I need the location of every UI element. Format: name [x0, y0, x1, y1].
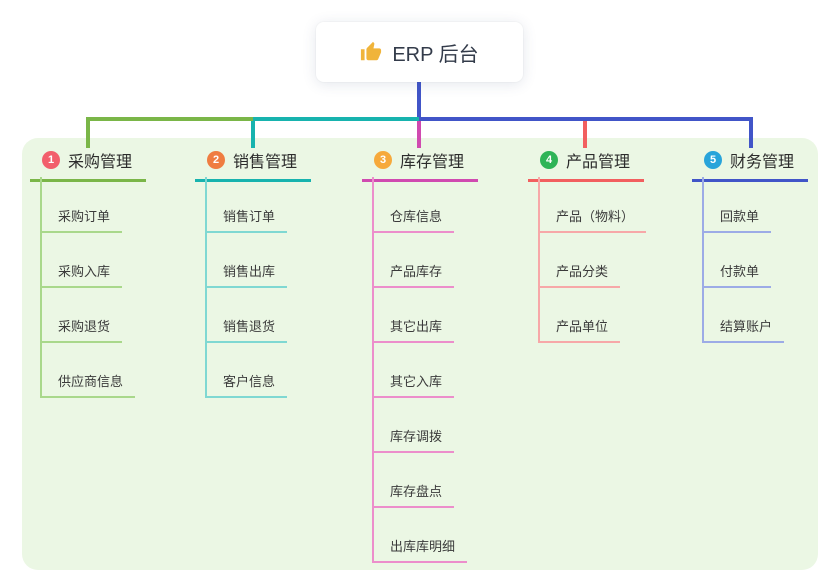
branch-number-badge: 5	[704, 151, 722, 169]
node-purchase-inbound[interactable]: 采购入库	[40, 253, 123, 288]
branch-number-badge: 2	[207, 151, 225, 169]
node-stock-transfer[interactable]: 库存调拨	[372, 418, 455, 453]
node-supplier-info[interactable]: 供应商信息	[40, 363, 136, 398]
root-stem-line	[417, 82, 421, 121]
node-settlement-account[interactable]: 结算账户	[702, 308, 785, 343]
branch-drop-line	[86, 117, 90, 148]
node-sales-order[interactable]: 销售订单	[205, 198, 288, 233]
branch-header-sales[interactable]: 2 销售管理	[195, 148, 312, 182]
branch-label: 库存管理	[400, 154, 465, 171]
branch-number-badge: 4	[540, 151, 558, 169]
branch-number-badge: 1	[42, 151, 60, 169]
node-product-unit[interactable]: 产品单位	[538, 308, 621, 343]
branch-header-finance[interactable]: 5 财务管理	[692, 148, 809, 182]
node-receipt-bill[interactable]: 回款单	[702, 198, 772, 233]
node-stock-check[interactable]: 库存盘点	[372, 473, 455, 508]
branch-inventory: 3 库存管理 仓库信息 产品库存 其它出库 其它入库 库存调拨 库存盘点 出库库…	[362, 148, 479, 563]
connector-segment	[253, 117, 419, 121]
branch-label: 产品管理	[566, 154, 631, 171]
branch-drop-line	[251, 117, 255, 148]
branch-header-inventory[interactable]: 3 库存管理	[362, 148, 479, 182]
branch-label: 销售管理	[233, 154, 298, 171]
branch-header-purchase[interactable]: 1 采购管理	[30, 148, 147, 182]
node-customer-info[interactable]: 客户信息	[205, 363, 288, 398]
branch-drop-line	[417, 117, 421, 148]
node-sales-return[interactable]: 销售退货	[205, 308, 288, 343]
branch-drop-line	[583, 117, 587, 148]
branch-spine-line	[538, 177, 540, 343]
node-outbound-detail[interactable]: 出库库明细	[372, 528, 468, 563]
node-product-stock[interactable]: 产品库存	[372, 253, 455, 288]
node-product-material[interactable]: 产品（物料）	[538, 198, 647, 233]
branch-purchase: 1 采购管理 采购订单 采购入库 采购退货 供应商信息	[30, 148, 147, 398]
root-node[interactable]: ERP 后台	[316, 22, 523, 82]
connector-segment	[419, 117, 753, 121]
branch-drop-line	[749, 117, 753, 148]
branch-header-product[interactable]: 4 产品管理	[528, 148, 645, 182]
node-purchase-order[interactable]: 采购订单	[40, 198, 123, 233]
branch-spine-line	[372, 177, 374, 563]
branch-product: 4 产品管理 产品（物料） 产品分类 产品单位	[528, 148, 647, 343]
branch-label: 财务管理	[730, 154, 795, 171]
branch-spine-line	[702, 177, 704, 343]
node-sales-outbound[interactable]: 销售出库	[205, 253, 288, 288]
branch-label: 采购管理	[68, 154, 133, 171]
node-warehouse-info[interactable]: 仓库信息	[372, 198, 455, 233]
root-node-label: ERP 后台	[392, 43, 479, 66]
branch-sales: 2 销售管理 销售订单 销售出库 销售退货 客户信息	[195, 148, 312, 398]
node-payment-bill[interactable]: 付款单	[702, 253, 772, 288]
node-purchase-return[interactable]: 采购退货	[40, 308, 123, 343]
branches-panel	[22, 138, 818, 570]
node-other-outbound[interactable]: 其它出库	[372, 308, 455, 343]
branch-finance: 5 财务管理 回款单 付款单 结算账户	[692, 148, 809, 343]
branch-number-badge: 3	[374, 151, 392, 169]
connector-segment	[86, 117, 253, 121]
thumbs-up-icon	[361, 41, 382, 61]
node-other-inbound[interactable]: 其它入库	[372, 363, 455, 398]
node-product-category[interactable]: 产品分类	[538, 253, 621, 288]
